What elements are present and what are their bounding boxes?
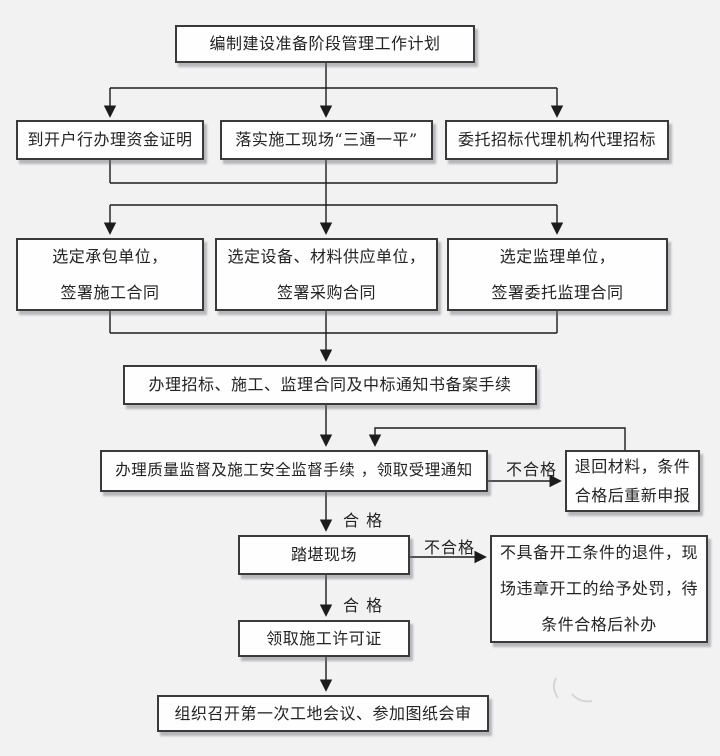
node-return-materials-line1: 退回材料，条件 [574,457,691,476]
node-supplier: 选定设备、材料供应单位， 签署采购合同 [215,238,438,311]
node-fund-certificate-label: 到开户行办理资金证明 [27,130,193,149]
node-contractor-line1: 选定承包单位， [52,246,168,266]
node-first-meeting-label: 组织召开第一次工地会议、参加图纸会审 [174,703,472,723]
node-supplier-line2: 签署采购合同 [276,282,376,302]
node-contractor: 选定承包单位， 签署施工合同 [16,238,204,311]
node-site-prep-label: 落实施工现场“三通一平” [235,130,418,149]
node-filing-label: 办理招标、施工、监理合同及中标通知书备案手续 [148,375,512,394]
node-quality-supervision: 办理质量监督及施工安全监督手续 ，领取受理通知 [100,450,488,492]
node-return-materials: 退回材料，条件 合格后重新申报 [565,450,700,512]
node-reject-penalty-line3: 条件合格后补办 [541,615,657,634]
node-supervisor: 选定监理单位， 签署委托监理合同 [447,238,668,311]
node-supervisor-line2: 签署委托监理合同 [491,282,624,302]
edge-label-unqualified-1: 不合格 [506,460,558,479]
node-plan-label: 编制建设准备阶段管理工作计划 [209,34,441,53]
edge-label-unqualified-2: 不合格 [424,538,476,557]
node-supplier-line1: 选定设备、材料供应单位， [227,246,426,266]
node-permit: 领取施工许可证 [238,620,410,657]
edge-label-qualified-1: 合 格 [343,511,384,530]
node-reject-penalty-line1: 不具备开工条件的退件，现 [499,543,698,562]
node-return-materials-line2: 合格后重新申报 [574,486,691,505]
watermark-mark [552,677,593,703]
node-bidding-agency: 委托招标代理机构代理招标 [445,120,669,160]
node-filing: 办理招标、施工、监理合同及中标通知书备案手续 [123,365,537,405]
node-site-visit-label: 踏堪现场 [290,545,357,564]
edge-label-qualified-2: 合 格 [343,596,384,615]
node-site-visit: 踏堪现场 [238,535,410,575]
node-quality-supervision-label: 办理质量监督及施工安全监督手续 ，领取受理通知 [115,461,473,480]
node-reject-penalty: 不具备开工条件的退件，现 场违章开工的给予处罚，待 条件合格后补办 [490,535,708,643]
node-permit-label: 领取施工许可证 [266,628,382,648]
node-plan: 编制建设准备阶段管理工作计划 [175,25,475,63]
node-bidding-agency-label: 委托招标代理机构代理招标 [457,130,656,149]
node-first-meeting: 组织召开第一次工地会议、参加图纸会审 [157,695,489,732]
node-site-prep: 落实施工现场“三通一平” [220,120,433,160]
node-supervisor-line1: 选定监理单位， [499,246,616,266]
node-contractor-line2: 签署施工合同 [60,282,160,302]
node-reject-penalty-line2: 场违章开工的给予处罚，待 [499,579,698,598]
node-fund-certificate: 到开户行办理资金证明 [16,120,204,160]
